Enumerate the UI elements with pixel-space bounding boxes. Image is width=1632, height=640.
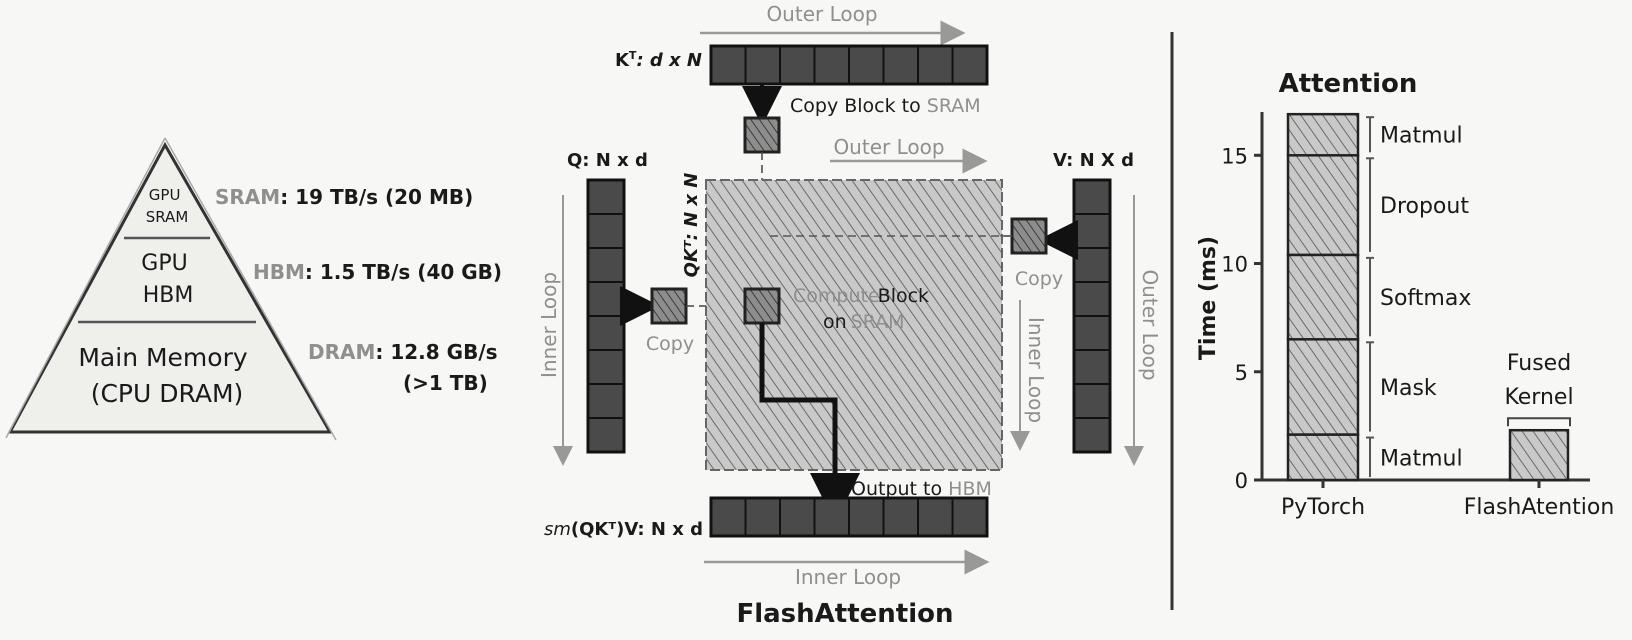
out-block-3 (813, 497, 850, 537)
y-axis-label: Time (ms) (1196, 236, 1221, 360)
y-tick-label: 15 (1221, 144, 1248, 168)
compute-block (743, 287, 781, 325)
memory-hierarchy: GPU SRAM GPU HBM Main Memory (CPU DRAM) … (5, 137, 502, 441)
pyramid-level-sram: GPU SRAM (146, 186, 189, 226)
inner-loop-label-bottom: Inner Loop (795, 565, 901, 589)
qkt-label: QKᵀ: N x N (681, 173, 702, 278)
v-block-5 (1073, 349, 1111, 385)
bar-segment-softmax (1286, 253, 1360, 341)
bar-segment-matmul (1286, 433, 1360, 482)
out-block-2 (779, 497, 816, 537)
output-matrix (709, 496, 989, 538)
v-block-1 (1073, 213, 1111, 249)
v-matrix (1072, 178, 1112, 454)
kt-block-5 (882, 45, 919, 85)
kt-block-6 (917, 45, 954, 85)
kt-block-1 (744, 45, 781, 85)
inner-loop-label-left: Inner Loop (537, 272, 561, 378)
q-block-2 (587, 247, 625, 283)
y-tick-label: 10 (1221, 253, 1248, 277)
kt-sram-block (743, 116, 781, 154)
q-label: Q: N x d (567, 150, 648, 171)
segment-label: Mask (1380, 376, 1437, 401)
output-to-hbm: Output to HBM (851, 478, 992, 500)
out-block-7 (951, 497, 988, 537)
pyramid-level-dram: Main Memory (CPU DRAM) (78, 343, 255, 408)
bar-segment-mask (1286, 338, 1360, 436)
kt-block-0 (710, 45, 747, 85)
v-block-3 (1073, 281, 1111, 317)
hbm-bandwidth: HBM: 1.5 TB/s (40 GB) (253, 260, 502, 284)
chart-title: Attention (1279, 69, 1418, 99)
outer-loop-label-mid: Outer Loop (833, 135, 944, 159)
segment-label: Softmax (1380, 286, 1471, 311)
dram-bandwidth: DRAM: 12.8 GB/s (308, 340, 498, 364)
qkt-matrix (705, 179, 1003, 471)
dram-capacity: (>1 TB) (403, 371, 488, 395)
segment-label: Dropout (1380, 194, 1469, 219)
q-sram-block (650, 287, 688, 325)
out-block-1 (744, 497, 781, 537)
v-sram-block (1010, 217, 1048, 255)
q-copy-label: Copy (646, 333, 694, 355)
outer-loop-label-top: Outer Loop (766, 2, 877, 26)
kt-block-2 (779, 45, 816, 85)
v-block-4 (1073, 315, 1111, 351)
output-label: sm(QKᵀ)V: N x d (544, 519, 703, 540)
q-block-1 (587, 213, 625, 249)
v-block-7 (1073, 417, 1111, 453)
out-block-4 (848, 497, 885, 537)
flashattention-title: FlashAttention (736, 599, 953, 629)
category-label: PyTorch (1281, 495, 1365, 520)
y-tick-label: 0 (1235, 469, 1248, 493)
v-block-0 (1073, 179, 1111, 215)
kt-block-4 (848, 45, 885, 85)
kt-label: KT: d x N (615, 49, 702, 71)
segment-label: Matmul (1380, 124, 1463, 149)
out-block-6 (917, 497, 954, 537)
pyramid-outline (7, 141, 333, 434)
v-block-2 (1073, 247, 1111, 283)
outer-loop-label-right: Outer Loop (1138, 269, 1162, 380)
kt-matrix (709, 44, 989, 86)
flashattention-diagram: Outer Loop KT: d x N Copy Block to SRAM … (537, 2, 1162, 629)
pyramid-level-hbm: GPU HBM (141, 251, 194, 308)
out-block-0 (710, 497, 747, 537)
kt-block-7 (951, 45, 988, 85)
q-block-5 (587, 349, 625, 385)
q-block-6 (587, 383, 625, 419)
sram-bandwidth: SRAM: 19 TB/s (20 MB) (215, 185, 473, 209)
q-matrix (586, 178, 626, 454)
category-label: FlashAtention (1464, 495, 1615, 520)
q-block-4 (587, 315, 625, 351)
segment-label: Fused (1507, 351, 1571, 376)
bar-segment-fused-kernel (1508, 428, 1570, 482)
q-block-3 (587, 281, 625, 317)
bar-segment-matmul (1286, 112, 1360, 157)
segment-label: Kernel (1504, 385, 1573, 410)
q-block-0 (587, 179, 625, 215)
inner-loop-label-right: Inner Loop (1024, 317, 1048, 423)
v-block-6 (1073, 383, 1111, 419)
v-copy-label: Copy (1015, 268, 1063, 290)
out-block-5 (882, 497, 919, 537)
kt-block-3 (813, 45, 850, 85)
bar-segment-dropout (1286, 154, 1360, 257)
copy-block-to-sram: Copy Block to SRAM (790, 95, 981, 117)
segment-label: Matmul (1380, 446, 1463, 471)
q-block-7 (587, 417, 625, 453)
v-label: V: N X d (1053, 150, 1134, 171)
y-tick-label: 5 (1235, 361, 1248, 385)
